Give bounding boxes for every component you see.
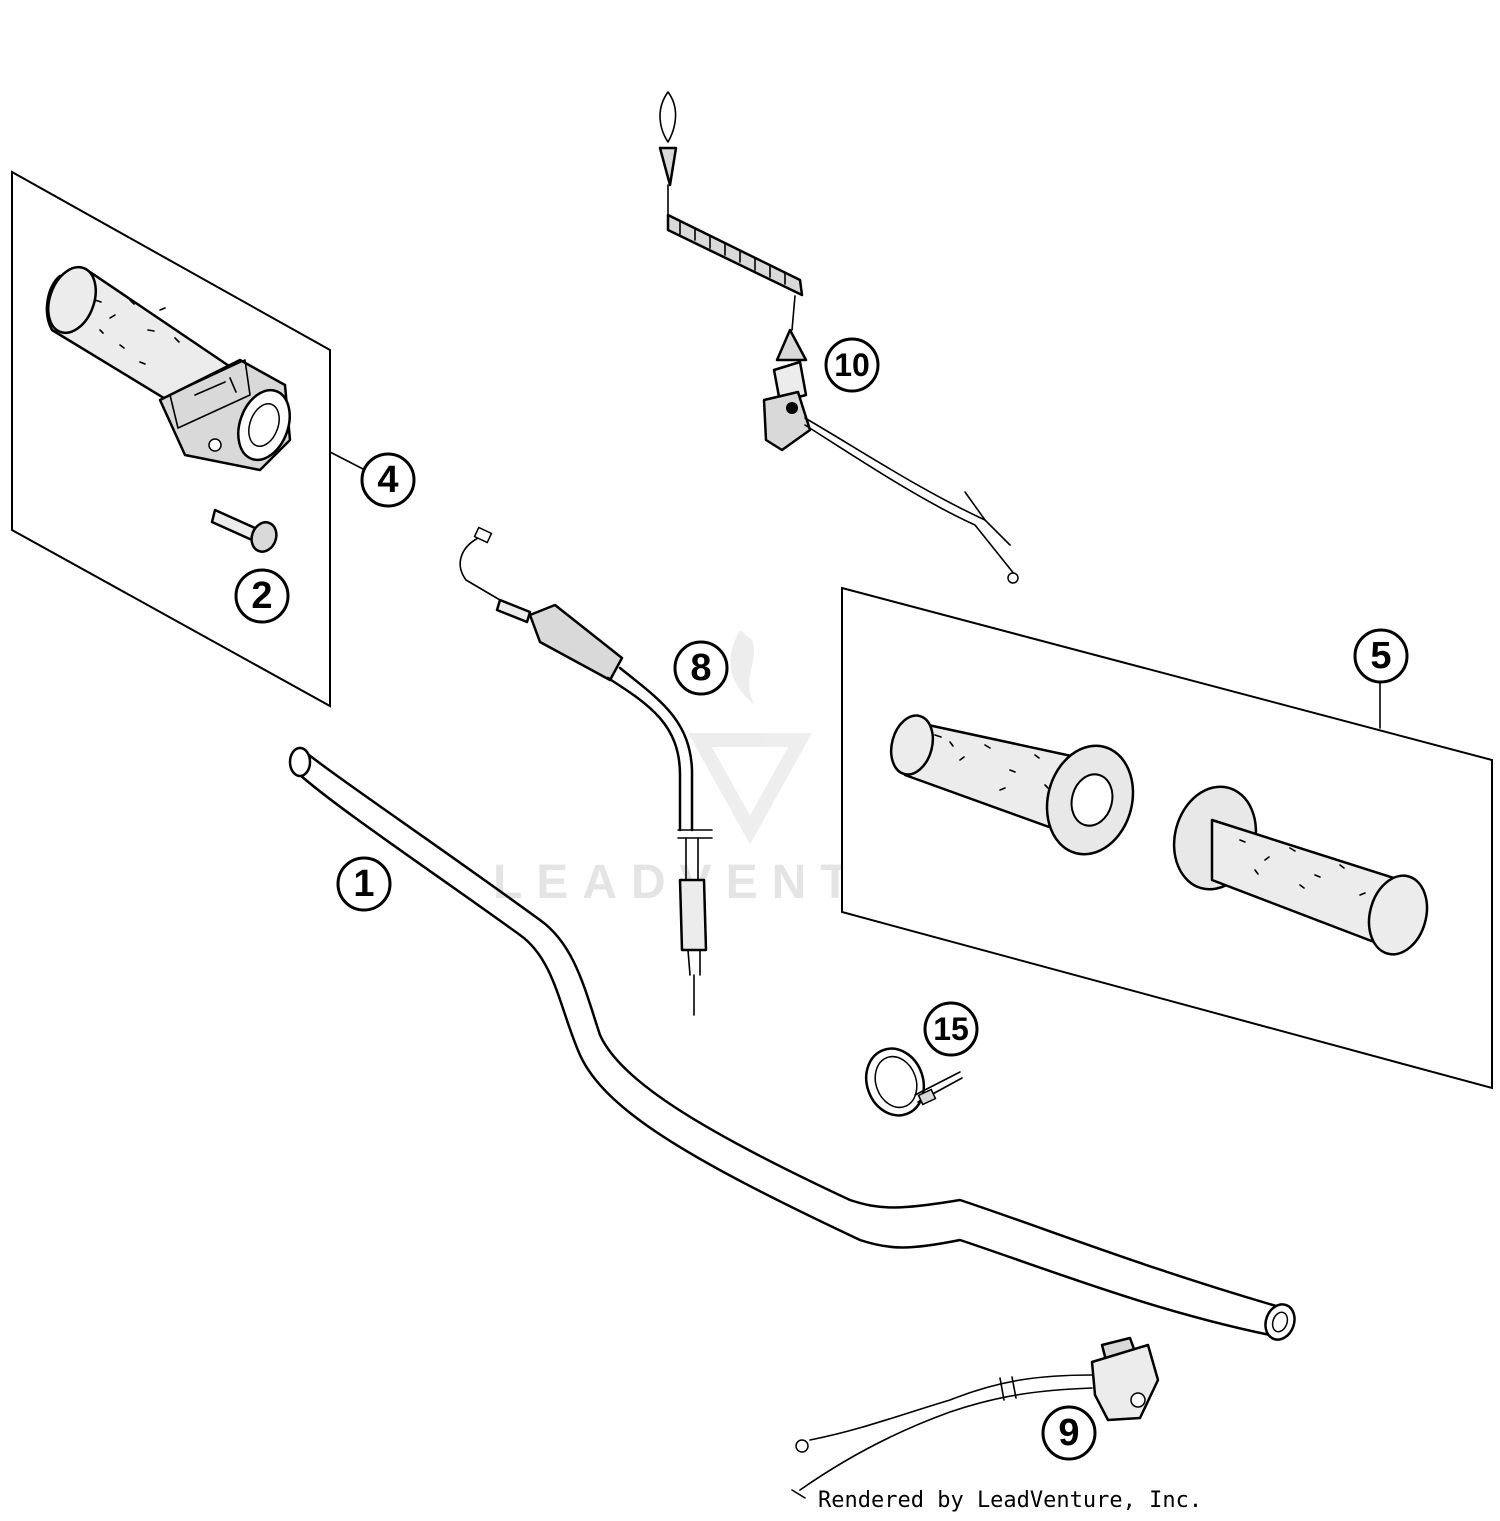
svg-text:4: 4	[377, 459, 398, 501]
grip-set	[889, 714, 1429, 956]
svg-text:1: 1	[353, 863, 374, 905]
svg-text:2: 2	[251, 575, 272, 617]
svg-text:15: 15	[933, 1011, 969, 1047]
throttle-cable	[459, 526, 713, 1016]
callout-15: 15	[923, 1001, 979, 1057]
throttle-grip-assembly	[45, 265, 292, 472]
callout-5: 5	[1353, 628, 1409, 684]
svg-text:5: 5	[1370, 635, 1391, 677]
watermark-logo	[688, 630, 812, 845]
callout-4: 4	[360, 452, 416, 508]
handlebar	[288, 746, 1296, 1341]
leader-line-4	[329, 451, 366, 471]
callout-9: 9	[1041, 1405, 1097, 1461]
svg-text:10: 10	[834, 347, 870, 383]
grip-set-panel	[841, 586, 1493, 1090]
switch-with-wires	[791, 1336, 1160, 1499]
callout-2: 2	[234, 568, 290, 624]
kill-switch-lanyard	[658, 91, 1019, 584]
callout-8: 8	[673, 640, 729, 696]
callout-10: 10	[824, 337, 880, 393]
cable-tie	[864, 1047, 963, 1117]
svg-text:8: 8	[690, 647, 711, 689]
screw	[210, 508, 278, 553]
callout-1: 1	[336, 856, 392, 912]
render-credit: Rendered by LeadVenture, Inc.	[818, 1488, 1203, 1513]
svg-text:9: 9	[1058, 1412, 1079, 1454]
